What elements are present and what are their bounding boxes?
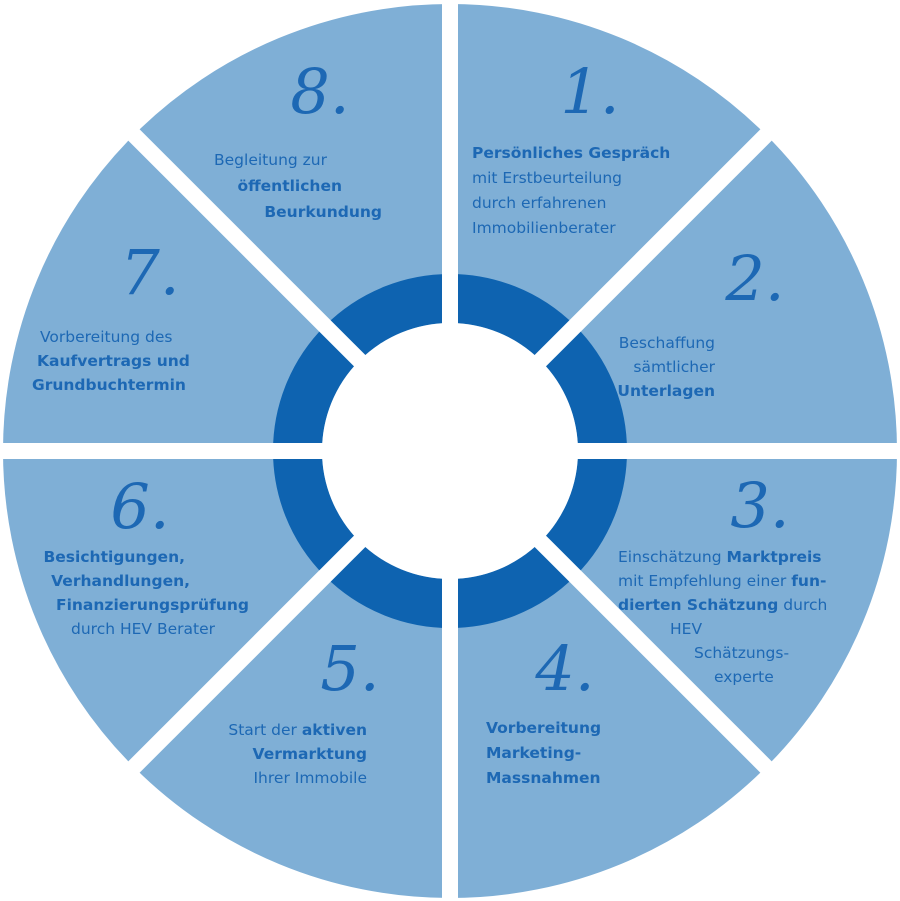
regular-text: Ihrer Immobile <box>253 769 367 787</box>
step-4-description-line: Massnahmen <box>486 769 601 787</box>
step-1-description-line: durch erfahrenen <box>472 194 606 212</box>
step-7-description-line: Vorbereitung des <box>40 328 172 346</box>
step-3-description-line: experte <box>714 668 774 686</box>
regular-text: durch erfahrenen <box>472 194 606 212</box>
step-number-7: 7. <box>120 236 179 309</box>
step-2-description-line: sämtlicher <box>633 358 715 376</box>
bold-text: Marketing- <box>486 744 581 762</box>
bold-text: Kaufvertrags und <box>37 352 190 370</box>
step-7-description-line: Grundbuchtermin <box>32 376 186 394</box>
step-3-description-line: HEV <box>670 620 702 638</box>
regular-text: mit Empfehlung einer <box>618 572 791 590</box>
bold-text: Persönliches Gespräch <box>472 144 670 162</box>
step-labels: 1. Persönliches Gespräch mit Erstbeurteilu… <box>32 55 827 787</box>
step-6-description-line: durch HEV Berater <box>71 620 216 638</box>
bold-text: öffentlichen <box>237 177 342 195</box>
step-6-description-line: Besichtigungen, <box>43 548 185 566</box>
bold-text: Besichtigungen, <box>43 548 185 566</box>
step-1-description-line: Persönliches Gespräch <box>472 144 670 162</box>
step-3-description-line: mit Empfehlung einer fun- <box>618 572 826 590</box>
step-5-description-line: Ihrer Immobile <box>253 769 367 787</box>
step-number-6: 6. <box>110 470 169 543</box>
regular-text: Immobilienberater <box>472 219 616 237</box>
bold-text: fun- <box>791 572 826 590</box>
regular-text: Einschätzung <box>618 548 726 566</box>
step-5-description-line: Vermarktung <box>253 745 367 763</box>
regular-text: durch HEV Berater <box>71 620 216 638</box>
step-number-2: 2. <box>724 242 784 315</box>
regular-text: Schätzungs- <box>694 644 789 662</box>
step-8-description-line: öffentlichen <box>237 177 342 195</box>
bold-text: Beurkundung <box>264 203 382 221</box>
bold-text: Massnahmen <box>486 769 601 787</box>
step-6-description-line: Finanzierungsprüfung <box>56 596 249 614</box>
bold-text: Vermarktung <box>253 745 367 763</box>
step-1-description-line: Immobilienberater <box>472 219 616 237</box>
step-2-description-line: Beschaffung <box>619 334 715 352</box>
bold-text: aktiven <box>302 721 367 739</box>
regular-text: HEV <box>670 620 702 638</box>
bold-text: Finanzierungsprüfung <box>56 596 249 614</box>
step-4-description-line: Vorbereitung <box>486 719 601 737</box>
step-6-description-line: Verhandlungen, <box>51 572 190 590</box>
center-hub <box>322 323 578 579</box>
step-5-description-line: Start der aktiven <box>228 721 367 739</box>
step-number-3: 3. <box>730 469 789 542</box>
step-3-description-line: dierten Schätzung durch <box>618 596 827 614</box>
step-8-description-line: Begleitung zur <box>214 151 328 169</box>
step-7-description-line: Kaufvertrags und <box>37 352 190 370</box>
regular-text: Start der <box>228 721 301 739</box>
step-2-description-line: Unterlagen <box>617 382 715 400</box>
step-4-description-line: Marketing- <box>486 744 581 762</box>
regular-text: mit Erstbeurteilung <box>472 169 622 187</box>
bold-text: Grundbuchtermin <box>32 376 186 394</box>
bold-text: Verhandlungen, <box>51 572 190 590</box>
step-1-description-line: mit Erstbeurteilung <box>472 169 622 187</box>
step-3-description-line: Einschätzung Marktpreis <box>618 548 822 566</box>
bold-text: Unterlagen <box>617 382 715 400</box>
regular-text: Begleitung zur <box>214 151 328 169</box>
bold-text: dierten Schätzung <box>618 596 778 614</box>
regular-text: sämtlicher <box>633 358 715 376</box>
regular-text: durch <box>778 596 827 614</box>
step-8-description-line: Beurkundung <box>264 203 382 221</box>
step-number-1: 1. <box>560 55 619 128</box>
step-number-5: 5. <box>320 632 379 705</box>
step-number-4: 4. <box>534 632 594 705</box>
bold-text: Vorbereitung <box>486 719 601 737</box>
step-3-description-line: Schätzungs- <box>694 644 789 662</box>
step-number-8: 8. <box>290 55 349 128</box>
regular-text: Vorbereitung des <box>40 328 172 346</box>
regular-text: Beschaffung <box>619 334 715 352</box>
regular-text: experte <box>714 668 774 686</box>
bold-text: Marktpreis <box>726 548 821 566</box>
